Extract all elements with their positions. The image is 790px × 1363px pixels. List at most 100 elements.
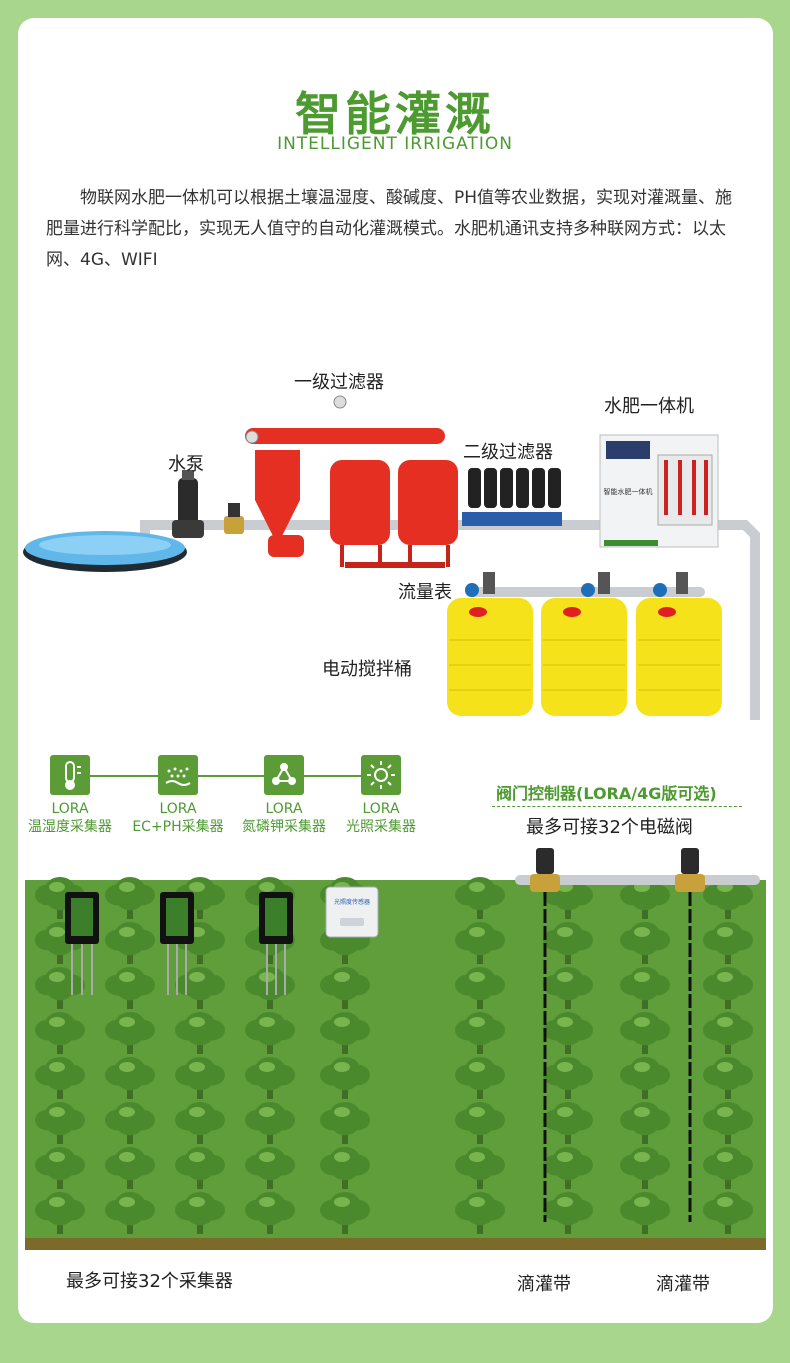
plant [455,922,505,964]
plant [320,1012,370,1054]
plant [105,1192,155,1234]
plant [105,922,155,964]
plant [105,967,155,1009]
plant [245,1057,295,1099]
plant [175,1192,225,1234]
secondary-filter-label: 二级过滤器 [463,442,553,463]
valve-title-underline [492,806,742,807]
sensor-ec-ph-icon [158,755,198,795]
plant [245,1147,295,1189]
plant [320,1057,370,1099]
plant [455,1012,505,1054]
flow-meters [465,572,688,597]
plant [320,1147,370,1189]
plant [620,1012,670,1054]
drip-tape-1-label: 滴灌带 [517,1274,571,1295]
plant [620,922,670,964]
soil-dots-icon [165,767,191,786]
plant [175,1102,225,1144]
valve-controller-note: 最多可接32个电磁阀 [526,817,693,838]
water-pond [23,531,187,572]
plant [620,1102,670,1144]
plant [245,1192,295,1234]
plant [105,1147,155,1189]
plant [105,1012,155,1054]
plant [175,967,225,1009]
flow-meter-label: 流量表 [398,582,452,603]
plant [455,1057,505,1099]
plant [245,1102,295,1144]
thermometer-icon [65,761,81,790]
plant [703,967,753,1009]
soil-sensor-temp-humidity [65,892,99,995]
plant [703,1012,753,1054]
plant [320,1102,370,1144]
plant [620,1192,670,1234]
soil-sensor-ec-ph [160,892,194,995]
plant [703,1102,753,1144]
plant [175,1147,225,1189]
fertigation-machine-label: 水肥一体机 [604,396,694,417]
primary-filter-label: 一级过滤器 [294,372,384,393]
machine-panel-label: 智能水肥一体机 [604,487,653,496]
plant [543,967,593,1009]
plant [320,1192,370,1234]
sensor-connector-line [70,775,382,777]
solenoid-valve-1 [530,848,560,892]
page-subtitle: INTELLIGENT IRRIGATION [277,134,513,154]
soil-sensor-npk [259,892,293,995]
plant [175,1012,225,1054]
plant [543,1192,593,1234]
plant [455,1192,505,1234]
plant [620,967,670,1009]
plant [543,1147,593,1189]
equipment-diagram: 智能水肥一体机 [23,395,760,720]
sensor-light-icon [361,755,401,795]
solenoid-valve-2 [675,848,705,892]
plant [35,1102,85,1144]
collectors-note: 最多可接32个采集器 [66,1271,233,1292]
plant [543,1102,593,1144]
inline-valve [224,503,244,534]
sensor-temp-humidity-icon [50,755,90,795]
plant [105,877,155,919]
primary-filter [245,395,458,568]
plant [703,922,753,964]
light-sensor-box: 光照度传感器 [325,886,379,938]
plant [455,1147,505,1189]
plant [703,1057,753,1099]
plant [245,1012,295,1054]
light-sensor-box-text: 光照度传感器 [334,898,370,906]
plant [543,1057,593,1099]
plant [35,1147,85,1189]
plant [35,1012,85,1054]
plant [105,1102,155,1144]
valve-controller-title: 阀门控制器(LORA/4G版可选) [496,784,717,803]
plant [455,967,505,1009]
plant [703,1192,753,1234]
plant [35,1192,85,1234]
plant [105,1057,155,1099]
water-pump [172,470,204,538]
secondary-filter [462,468,562,526]
plant [35,967,85,1009]
molecule-icon [272,763,296,785]
page-title: 智能灌溉 [295,87,495,141]
description-text: 物联网水肥一体机可以根据土壤温湿度、酸碱度、PH值等农业数据，实现对灌溉量、施肥… [46,188,733,270]
plant [35,1057,85,1099]
plant [543,922,593,964]
plant [175,1057,225,1099]
plant [455,1102,505,1144]
plant [703,1147,753,1189]
plant [455,877,505,919]
plant [620,1057,670,1099]
sensor-npk-icon [264,755,304,795]
fertigation-machine: 智能水肥一体机 [599,434,719,548]
pump-label: 水泵 [168,454,204,475]
soil-strip [25,1238,766,1250]
